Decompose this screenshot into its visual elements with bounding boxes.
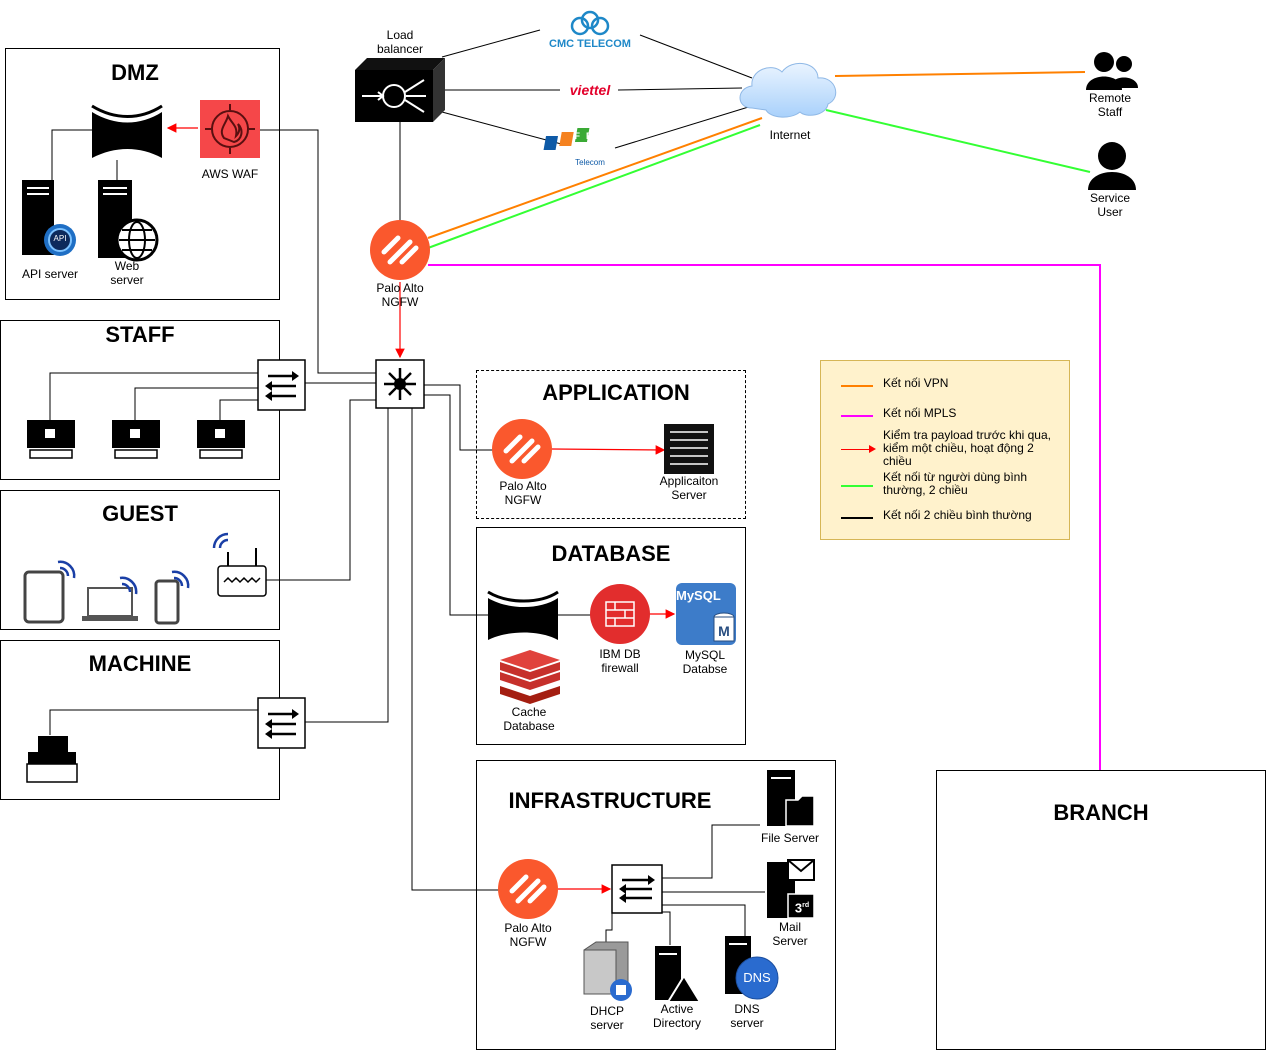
link-viettel-internet bbox=[617, 87, 743, 91]
internet-label: Internet bbox=[769, 128, 811, 142]
cmc-logo-icon bbox=[570, 10, 610, 36]
zone-application bbox=[476, 370, 746, 519]
link-lb-fpt bbox=[441, 111, 566, 146]
link-vpn-palo bbox=[427, 117, 763, 239]
link-user-internet bbox=[825, 109, 1091, 173]
palo-alto-main-icon bbox=[370, 220, 430, 280]
mysql-logo-label: MySQL bbox=[676, 588, 721, 603]
zone-title-machine: MACHINE bbox=[88, 651, 192, 676]
legend: Kết nối VPN Kết nối MPLS Kiểm tra payloa… bbox=[820, 360, 1070, 540]
link-sw-file bbox=[662, 824, 760, 879]
link-vpn-remote bbox=[834, 71, 1086, 77]
legend-arrowhead-icon bbox=[869, 445, 876, 453]
link-fpt-internet bbox=[614, 104, 756, 149]
legend-line-normal bbox=[841, 517, 873, 519]
zone-title-guest: GUEST bbox=[102, 501, 178, 526]
link-core-db bbox=[424, 394, 488, 616]
fpt-logo-icon bbox=[543, 128, 590, 150]
isp-fpt-label: FPT bbox=[574, 131, 610, 141]
zone-title-staff: STAFF bbox=[105, 322, 175, 347]
dns-badge-label: DNS bbox=[743, 970, 771, 985]
zone-database bbox=[476, 527, 746, 745]
link-sw-dns bbox=[660, 904, 746, 936]
zone-title-dmz: DMZ bbox=[111, 60, 159, 85]
palo-alto-app-icon bbox=[492, 419, 552, 479]
link-mpls-branch bbox=[428, 264, 1101, 770]
arrow-paloapp-appserver bbox=[551, 445, 666, 455]
internet-cloud-icon bbox=[739, 63, 837, 118]
zone-branch bbox=[936, 770, 1266, 1050]
mysql-m-badge: M bbox=[718, 623, 730, 639]
core-switch-icon bbox=[375, 359, 425, 409]
aws-waf-label: AWS WAF bbox=[201, 167, 259, 181]
link-core-infra bbox=[411, 408, 500, 891]
isp-cmc-label: CMC TELECOM bbox=[549, 38, 631, 50]
zone-title-database: DATABASE bbox=[551, 541, 671, 566]
legend-line-user bbox=[841, 485, 873, 487]
palo-alto-infra-icon bbox=[498, 859, 558, 919]
legend-line-vpn bbox=[841, 385, 873, 387]
zone-title-infrastructure: INFRASTRUCTURE bbox=[508, 788, 712, 813]
legend-line-mpls bbox=[841, 415, 873, 417]
file-server-label: File Server bbox=[760, 831, 819, 845]
link-user-palo bbox=[427, 124, 761, 249]
link-dmz-core bbox=[260, 129, 378, 374]
api-server-label: API server bbox=[21, 267, 78, 281]
isp-fpt-sub-label: Telecom bbox=[575, 158, 605, 167]
api-badge-label: API bbox=[53, 234, 67, 243]
link-lb-cmc bbox=[441, 29, 541, 58]
isp-viettel-label: viettel bbox=[569, 82, 611, 98]
remote-staff-icon bbox=[1086, 52, 1138, 90]
link-guest-core bbox=[266, 399, 385, 581]
mail-third-party-badge: 3rd bbox=[794, 900, 810, 916]
link-machine-core bbox=[305, 408, 389, 723]
service-user-icon bbox=[1088, 142, 1136, 190]
zone-title-branch: BRANCH bbox=[1053, 800, 1149, 825]
zone-infrastructure bbox=[476, 760, 836, 1050]
zone-title-application: APPLICATION bbox=[542, 380, 690, 405]
load-balancer-icon bbox=[355, 58, 445, 122]
link-cmc-internet bbox=[639, 34, 753, 79]
legend-line-inspect bbox=[841, 449, 873, 450]
